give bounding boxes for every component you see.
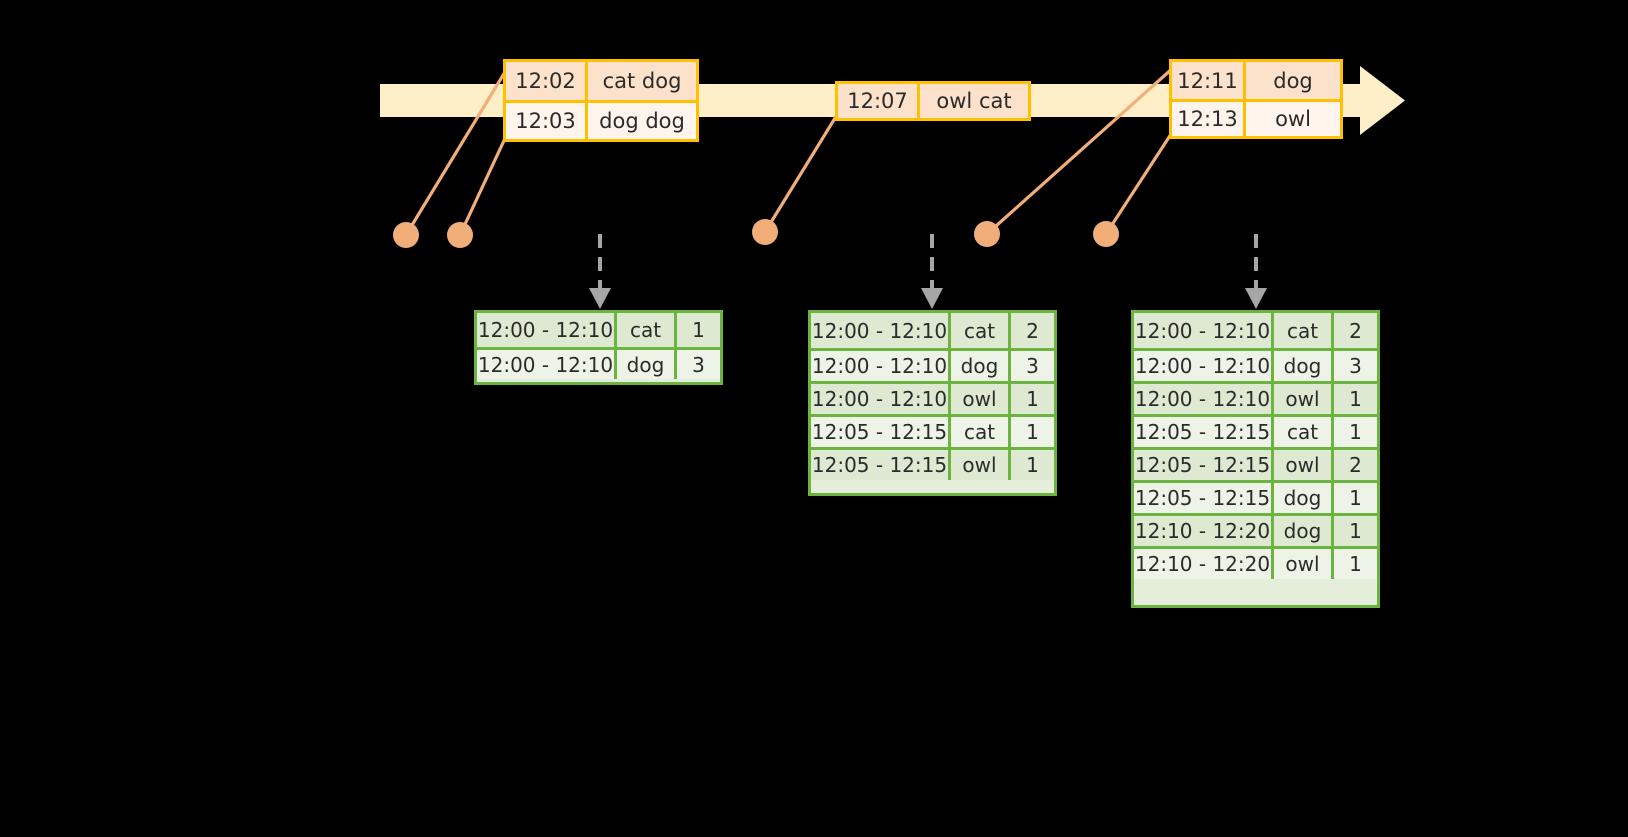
event-dot <box>447 222 473 248</box>
event-dot <box>752 219 778 245</box>
count-cell: 1 <box>1349 552 1362 576</box>
window-cell: 12:10 - 12:20 <box>1134 549 1274 579</box>
result-table-3: 12:00 - 12:10 cat 2 12:00 - 12:10 dog 3 … <box>1131 310 1380 608</box>
count-cell: 1 <box>1349 387 1362 411</box>
key-cell: dog <box>951 351 1011 381</box>
event-value: dog dog <box>599 109 685 133</box>
event-origin-dots <box>393 219 1119 248</box>
table-row: 12:00 - 12:10 cat 1 <box>477 313 720 347</box>
window-cell: 12:05 - 12:15 <box>1134 483 1274 513</box>
event-dot <box>974 221 1000 247</box>
event-row: 12:13 owl <box>1172 99 1340 136</box>
table-row: 12:10 - 12:20 owl 1 <box>1134 546 1377 579</box>
key-cell: dog <box>1274 483 1334 513</box>
key-cell: dog <box>617 350 677 379</box>
window-cell: 12:05 - 12:15 <box>1134 450 1274 480</box>
event-value: owl cat <box>936 89 1012 113</box>
table-row: 12:00 - 12:10 dog 3 <box>1134 348 1377 381</box>
table-row: 12:10 - 12:20 dog 1 <box>1134 513 1377 546</box>
count-cell: 3 <box>692 352 705 377</box>
window-cell: 12:00 - 12:10 <box>477 350 617 379</box>
window-cell: 12:00 - 12:10 <box>811 351 951 381</box>
count-cell: 2 <box>1349 453 1362 477</box>
emit-arrow-2 <box>921 234 943 309</box>
key-cell: owl <box>1274 384 1334 414</box>
count-cell: 1 <box>1349 519 1362 543</box>
window-cell: 12:00 - 12:10 <box>811 384 951 414</box>
table-row: 12:00 - 12:10 cat 2 <box>811 313 1054 348</box>
event-time: 12:13 <box>1172 102 1246 136</box>
count-cell: 3 <box>1026 354 1039 378</box>
count-cell: 1 <box>1026 453 1039 477</box>
table-row: 12:05 - 12:15 dog 1 <box>1134 480 1377 513</box>
event-time: 12:02 <box>506 62 588 100</box>
count-cell: 1 <box>692 318 705 342</box>
event-time: 12:03 <box>506 103 588 139</box>
key-cell: cat <box>617 313 677 347</box>
table-row: 12:05 - 12:15 owl 1 <box>811 447 1054 480</box>
event-row: 12:07 owl cat <box>838 84 1028 118</box>
key-cell: dog <box>1274 516 1334 546</box>
key-cell: cat <box>1274 313 1334 348</box>
count-cell: 3 <box>1349 354 1362 378</box>
event-group-2: 12:07 owl cat <box>835 81 1031 121</box>
window-cell: 12:05 - 12:15 <box>811 450 951 480</box>
key-cell: cat <box>951 417 1011 447</box>
window-cell: 12:00 - 12:10 <box>1134 384 1274 414</box>
emit-arrow-3 <box>1245 234 1267 309</box>
window-cell: 12:00 - 12:10 <box>477 313 617 347</box>
count-cell: 2 <box>1349 318 1362 343</box>
table-row: 12:00 - 12:10 owl 1 <box>811 381 1054 414</box>
emit-arrows <box>589 234 1267 309</box>
count-cell: 1 <box>1349 486 1362 510</box>
event-value: dog <box>1273 68 1313 93</box>
result-table-1: 12:00 - 12:10 cat 1 12:00 - 12:10 dog 3 <box>474 310 723 385</box>
count-cell: 1 <box>1349 420 1362 444</box>
window-cell: 12:00 - 12:10 <box>811 313 951 348</box>
event-time: 12:07 <box>838 84 920 118</box>
event-row: 12:03 dog dog <box>506 100 696 139</box>
emit-arrow-1 <box>589 234 611 309</box>
table-row: 12:05 - 12:15 owl 2 <box>1134 447 1377 480</box>
event-group-3: 12:11 dog 12:13 owl <box>1169 59 1343 139</box>
window-cell: 12:05 - 12:15 <box>1134 417 1274 447</box>
event-value: cat dog <box>602 69 682 93</box>
table-row: 12:05 - 12:15 cat 1 <box>1134 414 1377 447</box>
event-dot <box>393 222 419 248</box>
count-cell: 2 <box>1026 318 1039 343</box>
window-cell: 12:10 - 12:20 <box>1134 516 1274 546</box>
event-dot <box>1093 221 1119 247</box>
count-cell: 1 <box>1026 387 1039 411</box>
key-cell: cat <box>1274 417 1334 447</box>
key-cell: owl <box>1274 450 1334 480</box>
table-row: 12:00 - 12:10 owl 1 <box>1134 381 1377 414</box>
key-cell: cat <box>951 313 1011 348</box>
count-cell: 1 <box>1026 420 1039 444</box>
table-row: 12:00 - 12:10 dog 3 <box>811 348 1054 381</box>
event-row: 12:02 cat dog <box>506 62 696 100</box>
window-cell: 12:05 - 12:15 <box>811 417 951 447</box>
key-cell: dog <box>1274 351 1334 381</box>
key-cell: owl <box>951 450 1011 480</box>
table-row: 12:00 - 12:10 cat 2 <box>1134 313 1377 348</box>
key-cell: owl <box>1274 549 1334 579</box>
window-cell: 12:00 - 12:10 <box>1134 313 1274 348</box>
event-row: 12:11 dog <box>1172 62 1340 99</box>
event-value: owl <box>1275 107 1311 131</box>
key-cell: owl <box>951 384 1011 414</box>
window-cell: 12:00 - 12:10 <box>1134 351 1274 381</box>
table-row: 12:05 - 12:15 cat 1 <box>811 414 1054 447</box>
event-group-1: 12:02 cat dog 12:03 dog dog <box>503 59 699 142</box>
event-time: 12:11 <box>1172 62 1246 99</box>
result-table-2: 12:00 - 12:10 cat 2 12:00 - 12:10 dog 3 … <box>808 310 1057 496</box>
table-row: 12:00 - 12:10 dog 3 <box>477 347 720 379</box>
